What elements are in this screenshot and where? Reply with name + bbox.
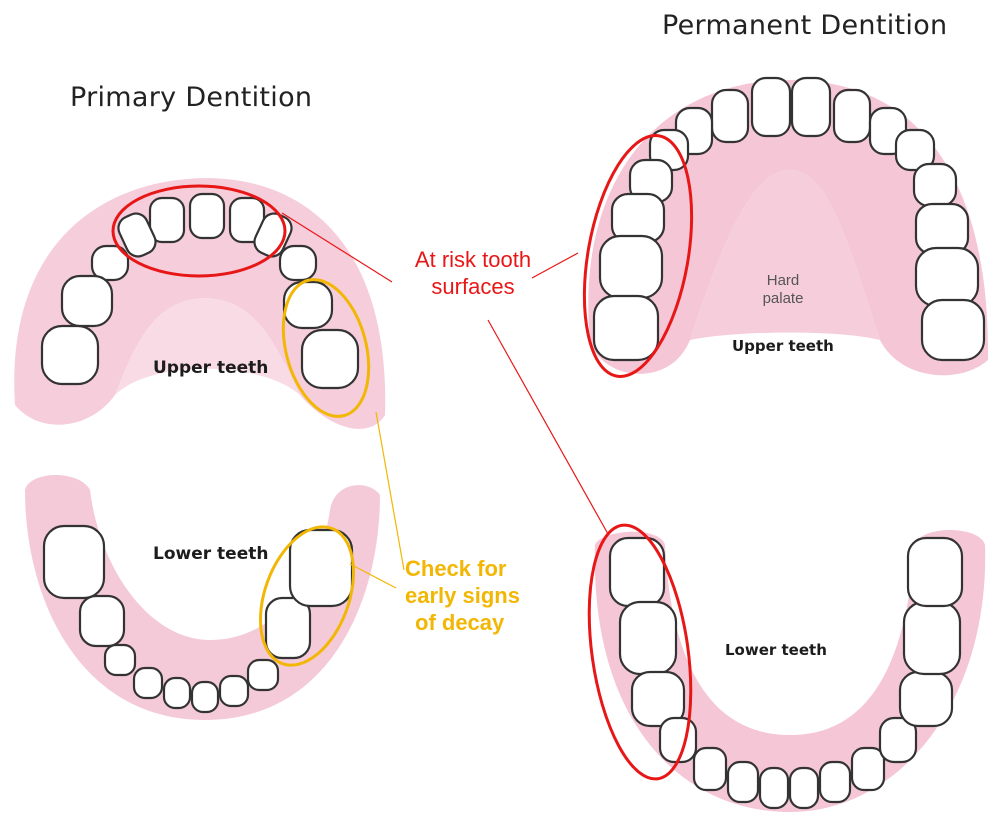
primary-dentition-title: Primary Dentition xyxy=(70,82,312,113)
risk-annotation-line1: At risk tooth xyxy=(388,246,558,273)
decay-annotation-line1: Check for xyxy=(405,555,555,582)
decay-annotation-line2: early signs xyxy=(405,582,555,609)
decay-annotation-line3: of decay xyxy=(405,609,555,636)
hard-palate-label: Hard palate xyxy=(748,272,818,308)
risk-annotation: At risk tooth surfaces xyxy=(388,246,558,300)
permanent-dentition-title: Permanent Dentition xyxy=(662,10,947,41)
risk-annotation-line2: surfaces xyxy=(388,273,558,300)
hard-palate-line2: palate xyxy=(748,290,818,308)
permanent-upper-arch xyxy=(588,78,988,375)
primary-lower-arch xyxy=(25,475,380,720)
primary-lower-label: Lower teeth xyxy=(153,544,268,564)
decay-annotation: Check for early signs of decay xyxy=(405,555,555,636)
permanent-lower-arch xyxy=(595,530,985,812)
permanent-upper-label: Upper teeth xyxy=(732,337,834,355)
primary-upper-arch xyxy=(14,178,385,429)
hard-palate-line1: Hard xyxy=(748,272,818,290)
primary-upper-label: Upper teeth xyxy=(153,358,268,378)
permanent-lower-label: Lower teeth xyxy=(725,641,827,659)
